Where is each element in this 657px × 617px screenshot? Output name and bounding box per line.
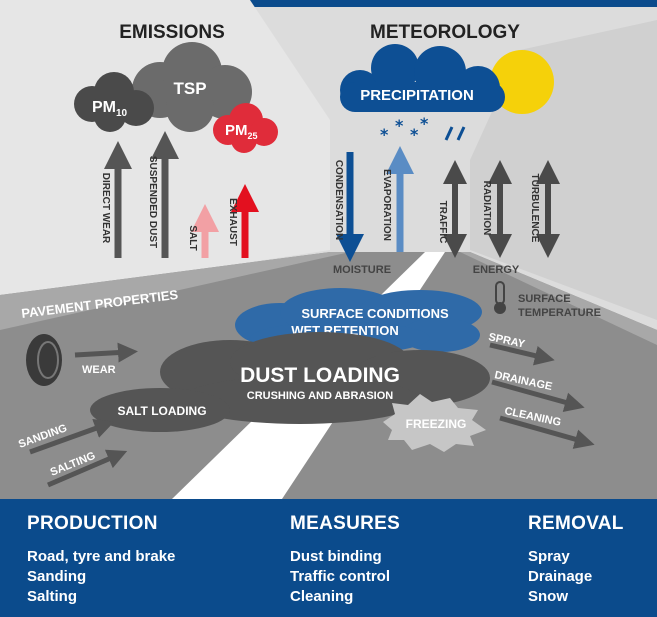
evaporation-label: EVAPORATION [381,169,392,241]
pm25-cloud: PM25 [213,103,278,153]
pm10-cloud: PM10 [74,72,154,132]
removal-column: REMOVAL Spray Drainage Snow [528,513,624,607]
removal-item: Drainage [528,568,593,585]
snow-icon: **** [380,114,429,144]
sanding-arrow [29,418,115,455]
svg-text:*: * [420,114,429,133]
pm10-label: PM10 [92,99,128,119]
salt-loading-label: SALT LOADING [117,404,206,418]
sidewalk-left [0,252,350,330]
measures-item: Traffic control [290,568,391,585]
production-item: Sanding [27,568,87,585]
freezing-burst [383,394,486,452]
top-bar [0,0,657,7]
measures-item: Dust binding [290,548,382,565]
turbulence-label: TURBULENCE [529,174,540,243]
precipitation-cloud: PRECIPITATION [340,44,505,112]
production-item: Salting [27,588,78,605]
road-dust-diagram: EMISSIONS METEOROLOGY TSP PM10 PM25 DIRE… [0,0,657,499]
removal-title: REMOVAL [528,513,624,534]
thermometer-icon [494,281,506,314]
drainage-arrow [491,379,585,412]
precipitation-label: PRECIPITATION [360,87,474,104]
measures-item: Cleaning [290,588,354,605]
energy-label: ENERGY [473,264,520,276]
surface-temperature-line2: TEMPERATURE [518,307,601,319]
dust-loading-label: DUST LOADING [240,364,400,387]
pm25-label: PM25 [225,122,258,141]
surface-temperature-line1: SURFACE [518,293,571,305]
removal-item: Snow [528,588,568,605]
traffic-label: TRAFFIC [437,201,448,244]
salting-arrow [47,449,128,488]
freezing-label: FREEZING [406,417,467,431]
meteorology-heading: METEOROLOGY [370,22,520,43]
crushing-abrasion-label: CRUSHING AND ABRASION [247,390,394,402]
condensation-label: CONDENSATION [333,160,344,240]
suspended-dust-label: SUSPENDED DUST [147,156,158,248]
rain-icon [444,126,466,141]
exhaust-label: EXHAUST [227,198,238,246]
removal-item: Spray [528,548,570,565]
cleaning-arrow [499,415,595,449]
footer-panel: PRODUCTION Road, tyre and brake Sanding … [0,499,657,617]
measures-column: MEASURES Dust binding Traffic control Cl… [290,513,400,607]
production-column: PRODUCTION Road, tyre and brake Sanding … [27,513,175,607]
production-title: PRODUCTION [27,513,158,534]
spray-arrow [489,342,555,366]
tyre-icon [26,334,62,386]
radiation-label: RADIATION [481,181,492,236]
sidewalk-right [460,252,657,345]
direct-wear-label: DIRECT WEAR [100,173,111,244]
tsp-label: TSP [173,79,206,98]
svg-text:*: * [380,125,389,144]
measures-title: MEASURES [290,513,401,534]
surface-conditions-label: SURFACE CONDITIONS [301,306,449,321]
emissions-heading: EMISSIONS [119,22,225,43]
production-item: Road, tyre and brake [27,548,176,565]
svg-text:*: * [410,125,419,144]
moisture-label: MOISTURE [333,264,391,276]
sun-icon [490,50,554,114]
wear-label: WEAR [82,364,116,376]
svg-text:*: * [395,116,404,135]
dust-loading-cloud: DUST LOADING CRUSHING AND ABRASION SALT … [90,332,490,432]
wear-arrow [74,342,138,363]
salt-label: SALT [187,225,198,250]
